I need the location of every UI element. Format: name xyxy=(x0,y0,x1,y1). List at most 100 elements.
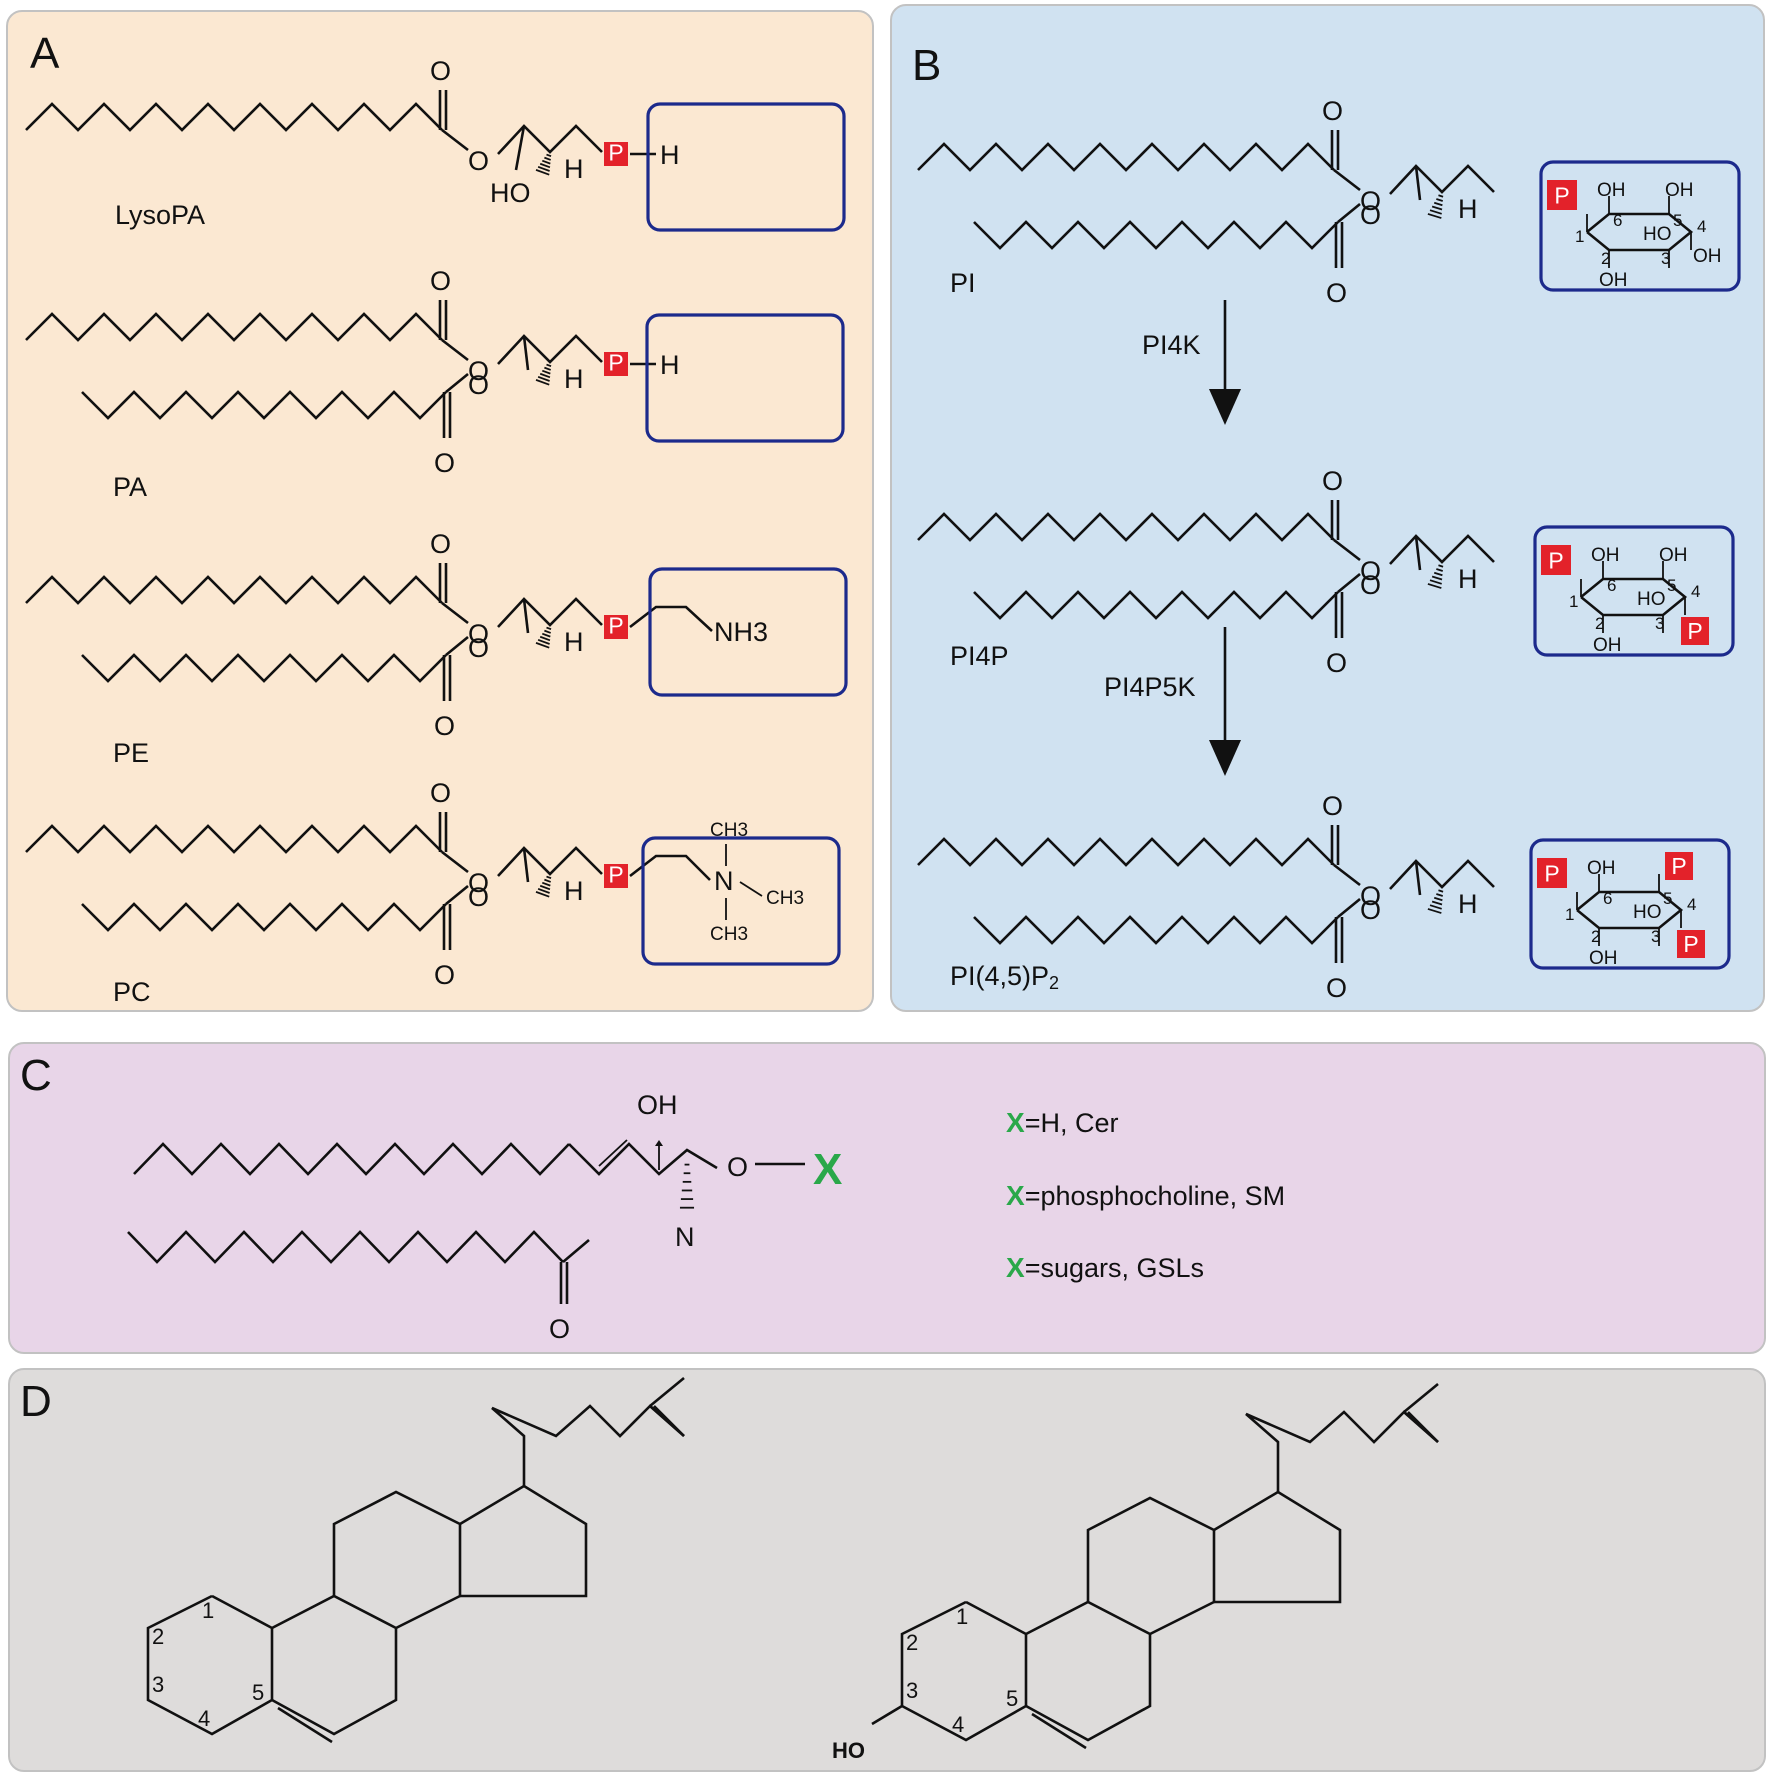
phosphate-letter: P xyxy=(608,862,623,888)
acyl-chain-2 xyxy=(81,902,447,932)
legend-entry-2: X=phosphocholine, SM xyxy=(1006,1180,1285,1211)
amide-nitrogen: N xyxy=(675,1222,695,1252)
phosphate-badge: P xyxy=(1537,858,1567,888)
hash-stroke xyxy=(535,642,550,649)
hash-stroke xyxy=(546,626,552,631)
hydroxyl-6: OH xyxy=(1587,858,1616,879)
stereo-h: H xyxy=(564,627,584,657)
phosphate-badge: P xyxy=(604,350,628,376)
legend-text: =phosphocholine, SM xyxy=(1025,1181,1285,1211)
phosphate-letter: P xyxy=(608,350,623,376)
hydroxyl-2: OH xyxy=(1599,270,1628,291)
hash-stroke xyxy=(1429,579,1442,585)
legend-x: X xyxy=(1006,1252,1025,1283)
hash-stroke xyxy=(1429,209,1442,215)
ester-bond-2 xyxy=(445,635,469,657)
phosphate-badge: P xyxy=(604,862,628,888)
legend-text: =sugars, GSLs xyxy=(1025,1253,1204,1283)
hash-stroke xyxy=(544,878,551,883)
hydroxyl-group: HO xyxy=(832,1738,865,1763)
panel-d-sterols xyxy=(8,1368,1766,1772)
side-chain-branch xyxy=(649,1405,685,1437)
hash-stroke xyxy=(1427,908,1442,914)
phosphate-letter: P xyxy=(1671,853,1686,879)
panel-c-label: C xyxy=(20,1051,52,1100)
hash-stroke xyxy=(541,632,551,638)
carbonyl-oxygen-2: O xyxy=(434,448,455,478)
acyl-chain-1 xyxy=(25,312,443,342)
hash-stroke xyxy=(537,638,550,645)
hash-stroke xyxy=(537,887,550,894)
amide-bond xyxy=(562,1239,590,1263)
ring-number-3: 3 xyxy=(1651,927,1660,946)
carbon-1: 1 xyxy=(202,1598,214,1623)
carbonyl-oxygen: O xyxy=(430,778,451,808)
ester-bond xyxy=(441,128,469,152)
ring-number-2: 2 xyxy=(1601,249,1610,268)
glycerol-backbone xyxy=(497,597,603,628)
phosphate-badge-4: P xyxy=(1681,617,1709,645)
stereo-hash xyxy=(535,626,552,649)
ester-bond xyxy=(441,601,469,625)
hydroxyl-3: HO xyxy=(1637,589,1666,610)
side-chain-branch xyxy=(649,1376,685,1408)
sn2-bond xyxy=(1414,860,1422,896)
hash-stroke xyxy=(544,156,551,161)
n-hash xyxy=(679,1163,695,1209)
ester-oxygen-2: O xyxy=(1360,895,1381,925)
panel-c-sphingolipids xyxy=(8,1042,1766,1354)
hash-stroke xyxy=(537,165,550,172)
phosphate-square xyxy=(604,615,628,639)
ester-bond-2 xyxy=(445,372,469,394)
phosphate-square xyxy=(1541,545,1571,575)
phosphate-badge: P xyxy=(604,140,628,166)
side-chain xyxy=(1245,1410,1439,1492)
acyl-chain-1 xyxy=(917,512,1335,542)
lipid-label-pe: PE xyxy=(113,738,149,768)
ring-number-3: 3 xyxy=(1661,249,1670,268)
side-chain xyxy=(491,1404,685,1486)
ring-number-5: 5 xyxy=(1667,576,1676,595)
wedge-tip xyxy=(655,1140,663,1146)
carbon-4: 4 xyxy=(198,1706,210,1731)
acyl-chain-2 xyxy=(81,653,447,683)
ethanolamine-chain xyxy=(629,605,713,632)
acyl-chain-2 xyxy=(973,590,1339,620)
hash-stroke xyxy=(1429,904,1442,910)
legend-text: =H, Cer xyxy=(1025,1108,1119,1138)
legend-x: X xyxy=(1006,1107,1025,1138)
ring-number-5: 5 xyxy=(1673,211,1682,230)
phosphate-square xyxy=(604,142,628,166)
carbonyl-oxygen: O xyxy=(430,529,451,559)
hash-stroke xyxy=(1431,575,1443,581)
stereo-hash xyxy=(1427,194,1444,219)
carbonyl-oxygen-2: O xyxy=(434,960,455,990)
headgroup-box xyxy=(1539,160,1741,292)
hydroxyl-4: OH xyxy=(1693,246,1722,267)
subscript-2: 2 xyxy=(1049,973,1059,993)
phosphate-letter: P xyxy=(608,613,623,639)
arrow-head xyxy=(1209,740,1241,776)
arrow-pi4p5k xyxy=(1209,627,1241,776)
glycerol-backbone xyxy=(1389,859,1495,890)
carbon-2: 2 xyxy=(152,1624,164,1649)
carbonyl-oxygen-2: O xyxy=(1326,278,1347,308)
stereo-h: H xyxy=(564,876,584,906)
carbon-2: 2 xyxy=(906,1630,918,1655)
phosphate-badge: P xyxy=(604,613,628,639)
carbon-5: 5 xyxy=(252,1680,264,1705)
sn2-bond xyxy=(1414,535,1422,571)
ring-number-1: 1 xyxy=(1575,227,1584,246)
ester-oxygen: O xyxy=(468,619,489,649)
acyl-chain-1 xyxy=(25,575,443,605)
phosphate-letter: P xyxy=(1683,931,1698,957)
ester-bond-2 xyxy=(445,884,469,906)
methyl-bottom: CH3 xyxy=(710,924,748,945)
